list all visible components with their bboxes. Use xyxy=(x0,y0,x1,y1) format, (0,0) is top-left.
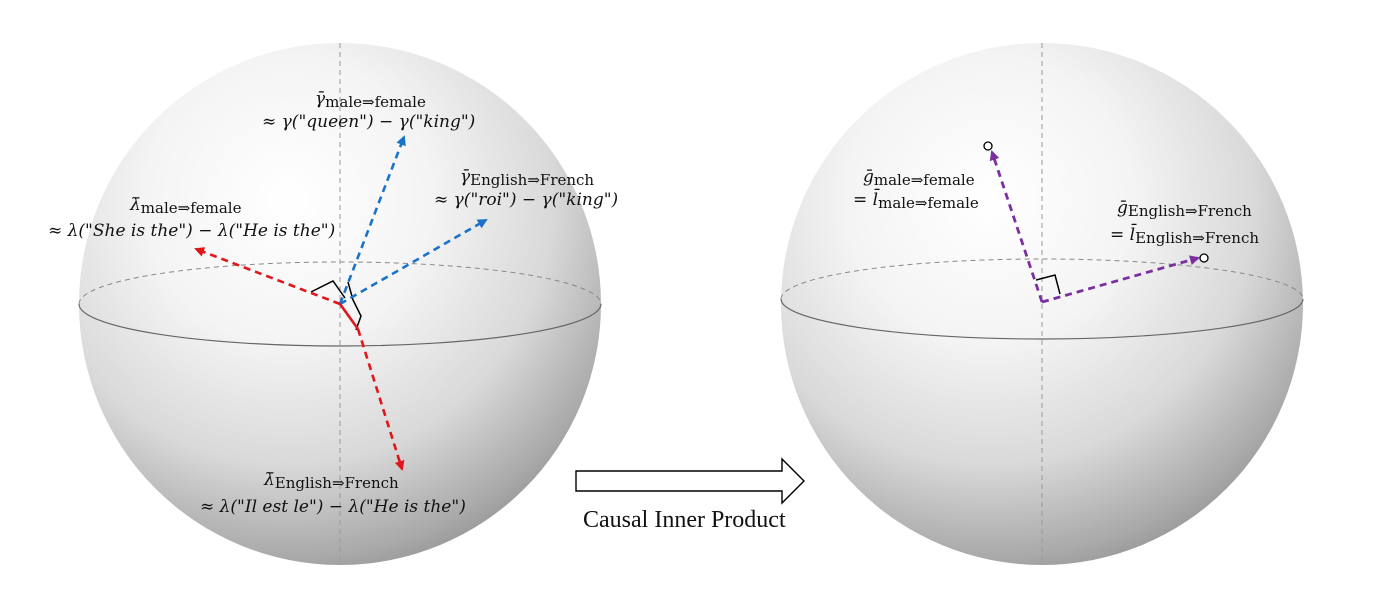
right-right-angle-mark xyxy=(1035,274,1061,295)
left-sphere: γ̄male⇒female ≈ γ("queen") − γ("king") γ… xyxy=(48,43,618,565)
l-male-female-label: = l̄male⇒female xyxy=(853,187,979,212)
transform-arrow xyxy=(575,457,805,505)
transform: Causal Inner Product xyxy=(575,457,805,533)
lambda-english-french-equation: ≈ λ("Il est le") − λ("He is the") xyxy=(200,497,466,517)
lambda-male-female-arrow xyxy=(194,247,341,306)
gamma-english-french-arrow xyxy=(339,218,488,306)
gamma-male-female-label: γ̄male⇒female xyxy=(315,89,426,111)
unified-english-french-arrow xyxy=(1041,255,1200,304)
gamma-english-french-equation: ≈ γ("roi") − γ("king") xyxy=(434,190,618,210)
lambda-english-french-arrow-stem xyxy=(338,303,360,330)
gamma-english-french-label: γ̄English⇒French xyxy=(460,167,594,189)
gamma-male-female-equation: ≈ γ("queen") − γ("king") xyxy=(262,112,475,132)
lambda-english-french-label: λ̄English⇒French xyxy=(263,470,399,492)
left-right-angle-mark xyxy=(310,280,346,299)
g-male-female-label: ḡmale⇒female xyxy=(863,167,975,189)
right-sphere: ḡmale⇒female = l̄male⇒female ḡEnglish⇒Fr… xyxy=(780,43,1304,565)
left-right-angle-mark-2 xyxy=(347,281,362,331)
g-english-french-label: ḡEnglish⇒French xyxy=(1117,198,1252,220)
lambda-male-female-label: λ̄male⇒female xyxy=(129,195,242,217)
english-french-endpoint xyxy=(1199,253,1209,263)
unified-male-female-arrow xyxy=(989,150,1044,303)
l-english-french-label: = l̄English⇒French xyxy=(1110,222,1259,247)
transform-caption: Causal Inner Product xyxy=(583,507,786,533)
gamma-male-female-arrow xyxy=(338,135,406,305)
right-equator-back xyxy=(780,258,1304,300)
male-female-endpoint xyxy=(983,141,993,151)
lambda-english-french-arrow xyxy=(356,328,405,471)
lambda-male-female-equation: ≈ λ("She is the") − λ("He is the") xyxy=(48,221,335,241)
left-equator-front xyxy=(78,303,602,347)
right-equator-front xyxy=(780,298,1304,340)
